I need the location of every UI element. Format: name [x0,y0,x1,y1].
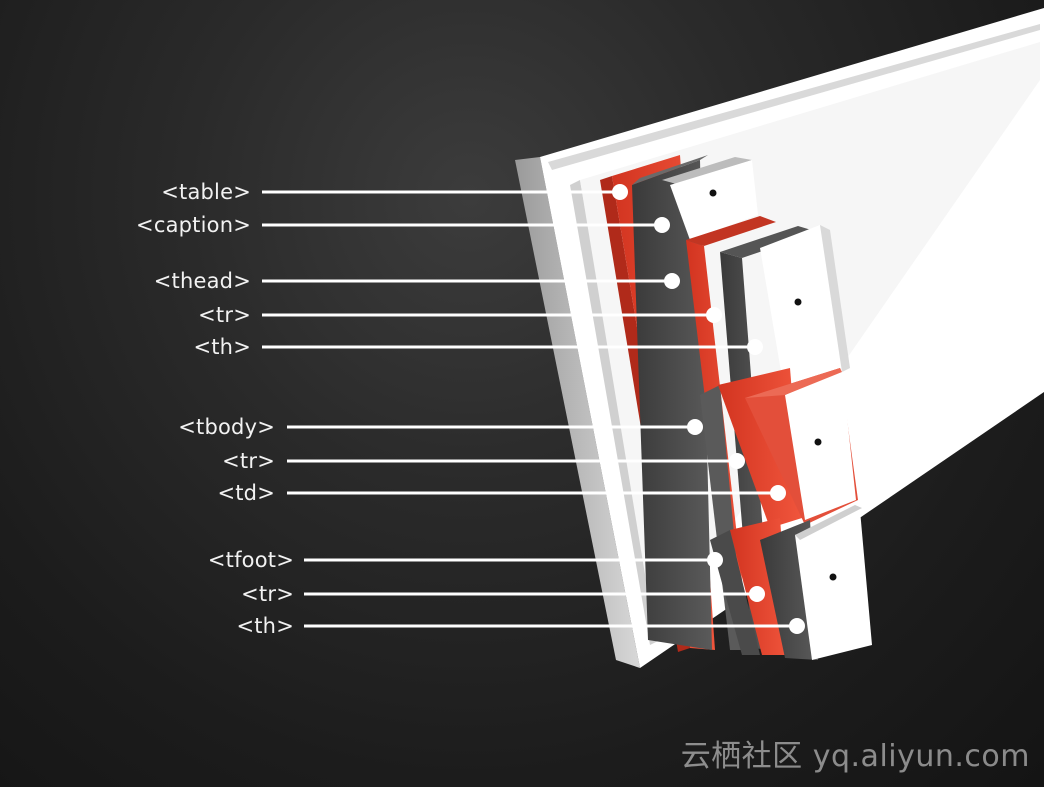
label-tbody-tr: <tr> [222,449,275,473]
watermark: 云栖社区 yq.aliyun.com [680,739,1030,774]
leader-lines [262,184,805,634]
label-caption: <caption> [136,213,251,237]
label-thead-th: <th> [193,335,251,359]
label-thead-tr: <tr> [198,303,251,327]
label-table: <table> [161,180,251,204]
label-tfoot: <tfoot> [207,548,294,572]
cell-dots [709,189,837,581]
label-tbody: <tbody> [178,415,275,439]
label-tfoot-tr: <tr> [241,582,294,606]
label-thead: <thead> [153,269,251,293]
caption-box [662,157,758,240]
label-tfoot-th: <th> [236,614,294,638]
label-tbody-td: <td> [217,481,275,505]
